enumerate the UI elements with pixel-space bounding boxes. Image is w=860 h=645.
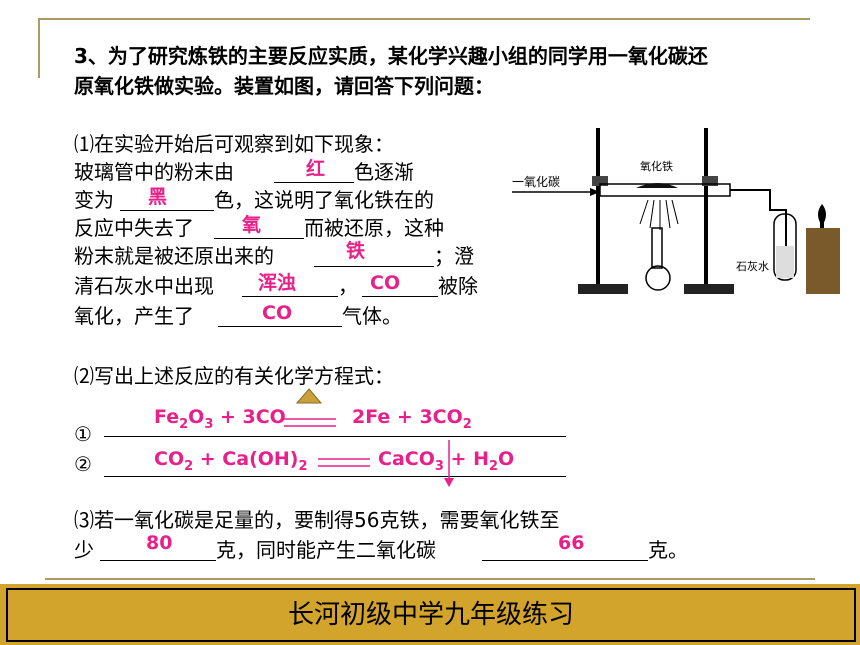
blank-mass-co2 xyxy=(482,560,648,561)
blank-color-start xyxy=(274,182,354,183)
part1-line5c: 被除 xyxy=(438,274,478,298)
blank-color-end xyxy=(120,210,214,211)
answer-color-start: 红 xyxy=(306,158,326,180)
apparatus-diagram: 一氧化碳 氧化铁 石灰水 xyxy=(512,128,840,294)
answer-color-end: 黑 xyxy=(148,186,168,208)
answer-limewater: 浑浊 xyxy=(258,272,297,294)
part1-line1: 玻璃管中的粉末由 xyxy=(74,160,234,184)
answer-mass-co2: 66 xyxy=(558,532,585,554)
blank-lost xyxy=(214,238,304,239)
answer-product: 铁 xyxy=(346,240,366,262)
equation-2-left: CO2 + Ca(OH)2 xyxy=(154,448,308,474)
equals-sign-1 xyxy=(284,418,336,427)
top-rule xyxy=(38,18,810,20)
part1-line2: 变为 xyxy=(74,188,114,212)
part3-line1: ⑶若一氧化碳是足量的，要制得56克铁，需要氧化铁至 xyxy=(74,508,560,532)
part3-line2b: 克，同时能产生二氧化碳 xyxy=(216,538,436,562)
part1-line3b: 而被还原，这种 xyxy=(304,216,444,240)
part1-line3: 反应中失去了 xyxy=(74,216,194,240)
answer-gas: CO xyxy=(262,302,293,324)
eq-num-1: ① xyxy=(74,422,92,446)
footer-title: 长河初级中学九年级练习 xyxy=(287,600,574,630)
blank-gas xyxy=(218,326,342,327)
footer-bar: 长河初级中学九年级练习 xyxy=(0,584,860,645)
label-fe2o3: 氧化铁 xyxy=(640,159,673,173)
equals-sign-2 xyxy=(318,458,370,467)
answer-oxidized: CO xyxy=(370,272,401,294)
part1-line4b: ；澄 xyxy=(434,244,474,268)
answer-mass-fe2o3: 80 xyxy=(146,532,173,554)
answer-lost: 氧 xyxy=(242,214,262,236)
triangle-marker xyxy=(296,388,322,404)
eq2-line xyxy=(104,476,566,477)
label-limewater: 石灰水 xyxy=(736,259,769,273)
part3-line2c: 克。 xyxy=(648,538,688,562)
part2-label: ⑵写出上述反应的有关化学方程式： xyxy=(74,364,394,388)
part1-line5: 清石灰水中出现 xyxy=(74,274,214,298)
part1-line6b: 气体。 xyxy=(342,304,402,328)
equation-2-right: CaCO3 + H2O xyxy=(378,448,515,474)
part1-line1b: 色逐渐 xyxy=(354,160,414,184)
footer-frame: 长河初级中学九年级练习 xyxy=(6,588,856,642)
blank-limewater xyxy=(242,296,338,297)
equation-1-right: 2Fe + 3CO2 xyxy=(352,406,472,432)
eq-num-2: ② xyxy=(74,452,92,476)
part3-line2: 少 xyxy=(74,538,94,562)
precipitate-arrow xyxy=(444,440,454,487)
blank-mass-fe2o3 xyxy=(100,560,216,561)
part1-line6: 氧化，产生了 xyxy=(74,304,194,328)
question-intro-1: 3、为了研究炼铁的主要反应实质，某化学兴趣小组的同学用一氧化碳还 xyxy=(74,44,708,68)
left-rule xyxy=(38,18,40,78)
part1-line4: 粉末就是被还原出来的 xyxy=(74,244,274,268)
question-intro-2: 原氧化铁做实验。装置如图，请回答下列问题： xyxy=(74,74,494,98)
part1-line5b: ， xyxy=(338,274,358,298)
part1-label: ⑴在实验开始后可观察到如下现象： xyxy=(74,132,394,156)
blank-product xyxy=(314,266,434,267)
blank-oxidized xyxy=(362,296,438,297)
label-co: 一氧化碳 xyxy=(512,175,560,189)
eq1-line xyxy=(104,436,566,437)
equation-1-left: Fe2O3 + 3CO xyxy=(154,406,286,432)
part1-line2b: 色，这说明了氧化铁在的 xyxy=(214,188,434,212)
bottom-rule xyxy=(45,578,815,580)
